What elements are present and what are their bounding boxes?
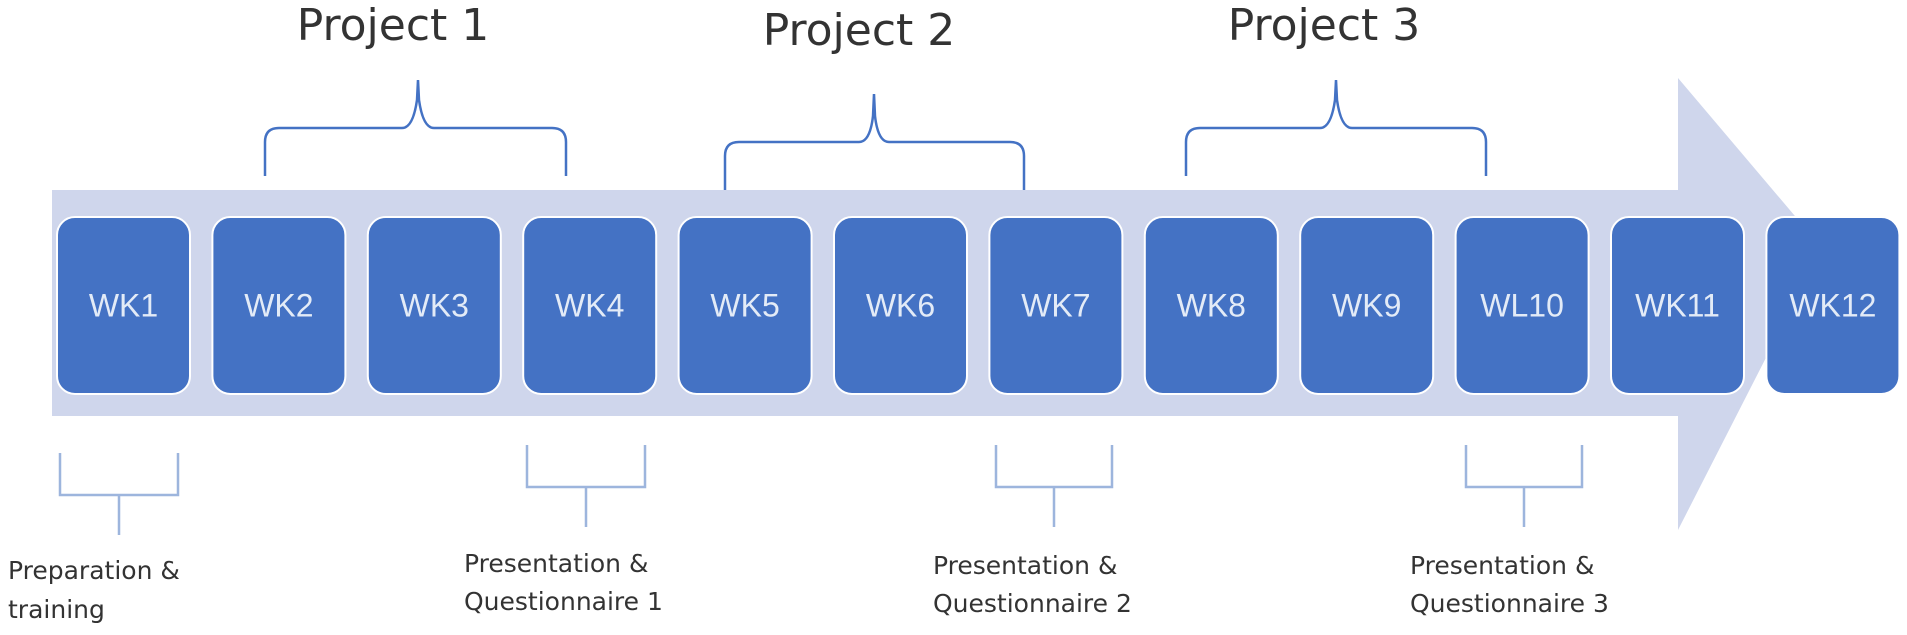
week-box-6: WK6	[833, 216, 968, 395]
week-box-background	[211, 216, 347, 395]
week-box-8: WK8	[1143, 216, 1279, 395]
week-box-background	[1765, 216, 1901, 395]
note-1-label: Preparation & training	[8, 556, 188, 624]
week-label: WK1	[89, 288, 158, 324]
week-box-9: WK9	[1299, 216, 1435, 395]
note-1-line-2: training	[8, 595, 105, 624]
week-box-background	[677, 216, 813, 395]
week-box-1: WK1	[56, 216, 191, 395]
week-label: WK2	[244, 288, 313, 324]
note-3-line-2: Questionnaire 2	[933, 589, 1132, 618]
week-label: WK6	[866, 288, 935, 324]
project-1-label: Project 1	[297, 0, 490, 51]
week-box-10: WL10	[1454, 216, 1590, 395]
week-box-2: WK2	[211, 216, 347, 395]
week-label: WK3	[400, 288, 469, 324]
week-boxes: WK1 WK2 WK3 WK4 WK5 WK6 WK7 WK8 WK9 WL10 WK11 WK12	[56, 216, 1901, 395]
week-box-background	[1299, 216, 1435, 395]
note-3-line-1: Presentation &	[933, 551, 1117, 580]
note-2-label: Presentation & Questionnaire 1	[464, 549, 663, 616]
note-2-line-1: Presentation &	[464, 549, 648, 578]
week-label: WK5	[710, 288, 779, 324]
week-box-background	[1454, 216, 1590, 395]
project-1-brace	[263, 79, 568, 176]
project-2-label: Project 2	[763, 5, 956, 56]
week-box-background	[1610, 216, 1745, 395]
week-box-7: WK7	[988, 216, 1124, 395]
week-box-background	[833, 216, 968, 395]
week-label: WK7	[1021, 288, 1090, 324]
note-2-brace	[525, 445, 647, 527]
week-box-5: WK5	[677, 216, 813, 395]
week-box-background	[1143, 216, 1279, 395]
week-box-4: WK4	[522, 216, 658, 395]
week-box-11: WK11	[1610, 216, 1745, 395]
week-label: WK12	[1789, 288, 1876, 324]
week-box-background	[522, 216, 658, 395]
week-box-background	[988, 216, 1124, 395]
note-1-brace	[58, 453, 180, 535]
note-4-line-2: Questionnaire 3	[1410, 589, 1609, 618]
note-3-label: Presentation & Questionnaire 2	[933, 551, 1132, 618]
week-box-3: WK3	[366, 216, 502, 395]
project-3-label: Project 3	[1228, 0, 1421, 51]
note-4-line-1: Presentation &	[1410, 551, 1594, 580]
week-box-background	[56, 216, 191, 395]
week-box-12: WK12	[1765, 216, 1901, 395]
week-label: WK11	[1635, 288, 1720, 324]
note-4-label: Presentation & Questionnaire 3	[1410, 551, 1609, 618]
week-box-background	[366, 216, 502, 395]
note-1-line-1: Preparation &	[8, 556, 180, 585]
note-4-brace	[1464, 445, 1584, 527]
project-2-brace	[723, 93, 1026, 190]
week-label: WL10	[1480, 288, 1564, 324]
week-label: WK9	[1332, 288, 1401, 324]
project-3-brace	[1184, 79, 1488, 176]
week-label: WK4	[555, 288, 624, 324]
note-3-brace	[994, 445, 1114, 527]
note-2-line-2: Questionnaire 1	[464, 587, 663, 616]
week-label: WK8	[1177, 288, 1246, 324]
